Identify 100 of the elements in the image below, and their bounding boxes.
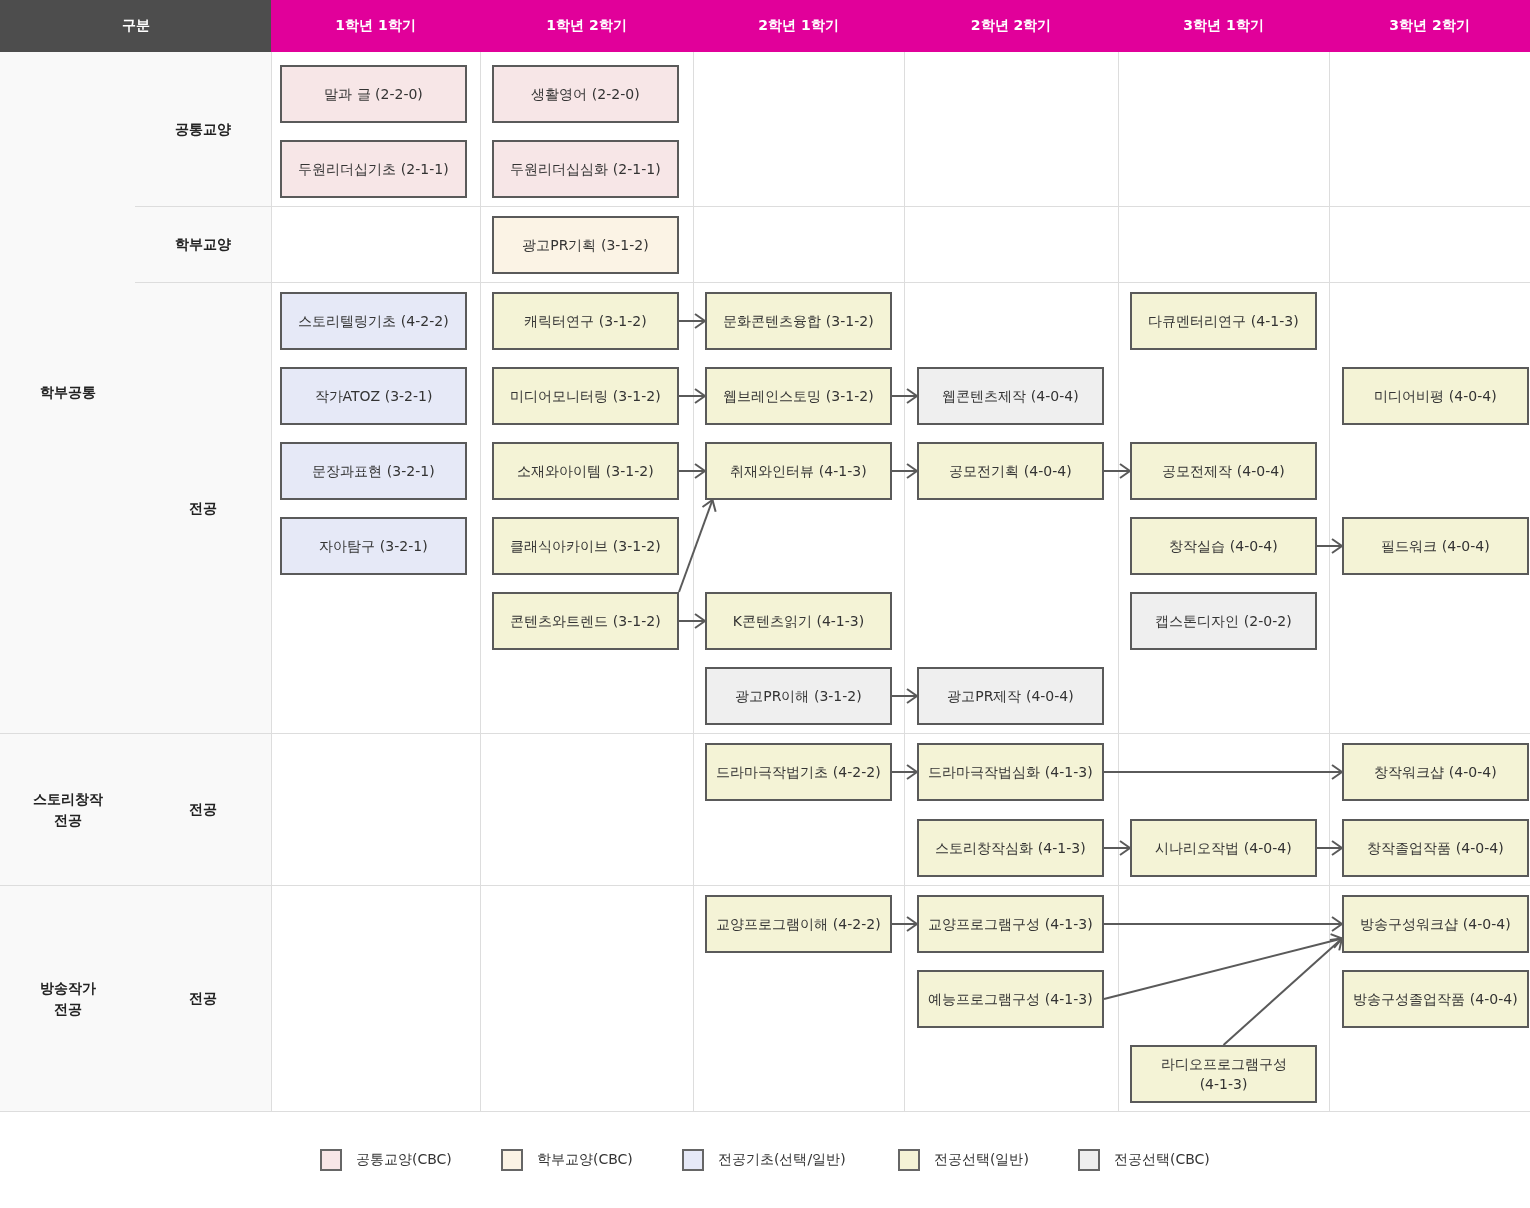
course-box xyxy=(280,292,467,350)
arrow xyxy=(678,313,706,329)
arrow xyxy=(1316,538,1343,554)
column-header: 3학년 2학기 xyxy=(1329,0,1530,52)
course-box xyxy=(705,743,892,801)
column-header: 2학년 2학기 xyxy=(904,0,1118,52)
row-header: 학부교양 xyxy=(135,207,271,282)
course-box xyxy=(1342,517,1529,575)
course-label: 광고PR기획 (3-1-2) xyxy=(522,235,649,255)
arrow xyxy=(891,463,918,479)
arrow xyxy=(678,463,706,479)
course-label: 문장과표현 (3-2-1) xyxy=(312,461,435,481)
course-box xyxy=(705,292,892,350)
course-box xyxy=(492,442,679,500)
course-box xyxy=(1130,1045,1317,1103)
course-label: 시나리오작법 (4-0-4) xyxy=(1155,838,1292,858)
course-box xyxy=(917,743,1104,801)
course-label: 문화콘텐츠융합 (3-1-2) xyxy=(723,311,874,331)
course-label: 생활영어 (2-2-0) xyxy=(531,84,640,104)
course-box xyxy=(492,140,679,198)
legend-label: 학부교양(CBC) xyxy=(537,1151,633,1169)
course-label: 취재와인터뷰 (4-1-3) xyxy=(730,461,867,481)
arrow xyxy=(1103,916,1343,932)
arrow xyxy=(891,388,918,404)
arrow xyxy=(1103,764,1343,780)
course-label: 두원리더십심화 (2-1-1) xyxy=(510,159,661,179)
course-label: K콘텐츠읽기 (4-1-3) xyxy=(732,611,865,631)
course-box xyxy=(705,442,892,500)
row-header: 전공 xyxy=(135,283,271,733)
course-label: 드라마극작법심화 (4-1-3) xyxy=(928,762,1093,782)
course-box xyxy=(280,367,467,425)
legend-label: 전공선택(일반) xyxy=(934,1151,1029,1169)
course-label: 클래식아카이브 (3-1-2) xyxy=(510,536,661,556)
course-label: 스토리텔링기초 (4-2-2) xyxy=(298,311,449,331)
course-box xyxy=(1130,819,1317,877)
course-label: 공모전제작 (4-0-4) xyxy=(1162,461,1285,481)
course-box xyxy=(1342,895,1529,953)
row-header: 학부공통 xyxy=(0,52,135,733)
course-label: 자아탐구 (3-2-1) xyxy=(319,536,428,556)
arrow xyxy=(891,764,918,780)
course-box xyxy=(1342,819,1529,877)
legend-label: 전공선택(CBC) xyxy=(1114,1151,1210,1169)
course-box xyxy=(492,216,679,274)
column-header: 구분 xyxy=(0,0,271,52)
course-label: 방송구성졸업작품 (4-0-4) xyxy=(1353,989,1518,1009)
legend-label: 공통교양(CBC) xyxy=(356,1151,452,1169)
arrow xyxy=(1103,463,1131,479)
course-label: 교양프로그램구성 (4-1-3) xyxy=(928,914,1093,934)
course-label: 예능프로그램구성 (4-1-3) xyxy=(928,989,1093,1009)
course-label: 드라마극작법기초 (4-2-2) xyxy=(716,762,881,782)
arrow xyxy=(1316,840,1343,856)
course-label: 캐릭터연구 (3-1-2) xyxy=(524,311,647,331)
column-header: 1학년 1학기 xyxy=(271,0,480,52)
course-box xyxy=(280,517,467,575)
arrow xyxy=(678,388,706,404)
course-label: 창작워크샵 (4-0-4) xyxy=(1374,762,1497,782)
course-box xyxy=(492,292,679,350)
course-box xyxy=(492,517,679,575)
course-box xyxy=(917,367,1104,425)
course-label: 두원리더십기초 (2-1-1) xyxy=(298,159,449,179)
course-box xyxy=(1130,592,1317,650)
arrow xyxy=(1222,937,1343,1046)
row-header: 전공 xyxy=(135,734,271,885)
arrow xyxy=(891,688,918,704)
course-label: 웹콘텐츠제작 (4-0-4) xyxy=(942,386,1079,406)
course-box xyxy=(492,65,679,123)
course-label: 작가ATOZ (3-2-1) xyxy=(314,386,433,406)
arrow xyxy=(1103,840,1131,856)
course-box xyxy=(705,367,892,425)
column-header: 3학년 1학기 xyxy=(1118,0,1329,52)
course-box xyxy=(705,895,892,953)
arrow xyxy=(1103,933,1343,1000)
course-box xyxy=(492,367,679,425)
course-box xyxy=(917,667,1104,725)
course-label: 방송구성워크샵 (4-0-4) xyxy=(1360,914,1511,934)
course-box xyxy=(1130,442,1317,500)
course-label: 창작실습 (4-0-4) xyxy=(1169,536,1278,556)
course-label: 미디어모니터링 (3-1-2) xyxy=(510,386,661,406)
row-header: 전공 xyxy=(135,886,271,1111)
column-header: 2학년 1학기 xyxy=(693,0,904,52)
course-box xyxy=(280,140,467,198)
course-box xyxy=(705,592,892,650)
course-box xyxy=(280,65,467,123)
course-box xyxy=(1130,292,1317,350)
course-box xyxy=(1130,517,1317,575)
course-label: 필드워크 (4-0-4) xyxy=(1381,536,1490,556)
course-box xyxy=(1342,743,1529,801)
course-box xyxy=(705,667,892,725)
row-header: 공통교양 xyxy=(135,52,271,206)
course-label: 미디어비평 (4-0-4) xyxy=(1374,386,1497,406)
column-header: 1학년 2학기 xyxy=(480,0,693,52)
course-box xyxy=(280,442,467,500)
course-box xyxy=(917,970,1104,1028)
course-box xyxy=(917,819,1104,877)
course-box xyxy=(492,592,679,650)
course-label: 웹브레인스토밍 (3-1-2) xyxy=(723,386,874,406)
course-label: 창작졸업작품 (4-0-4) xyxy=(1367,838,1504,858)
arrow xyxy=(678,613,706,629)
row-header: 방송작가 전공 xyxy=(0,886,135,1111)
arrow xyxy=(891,916,918,932)
